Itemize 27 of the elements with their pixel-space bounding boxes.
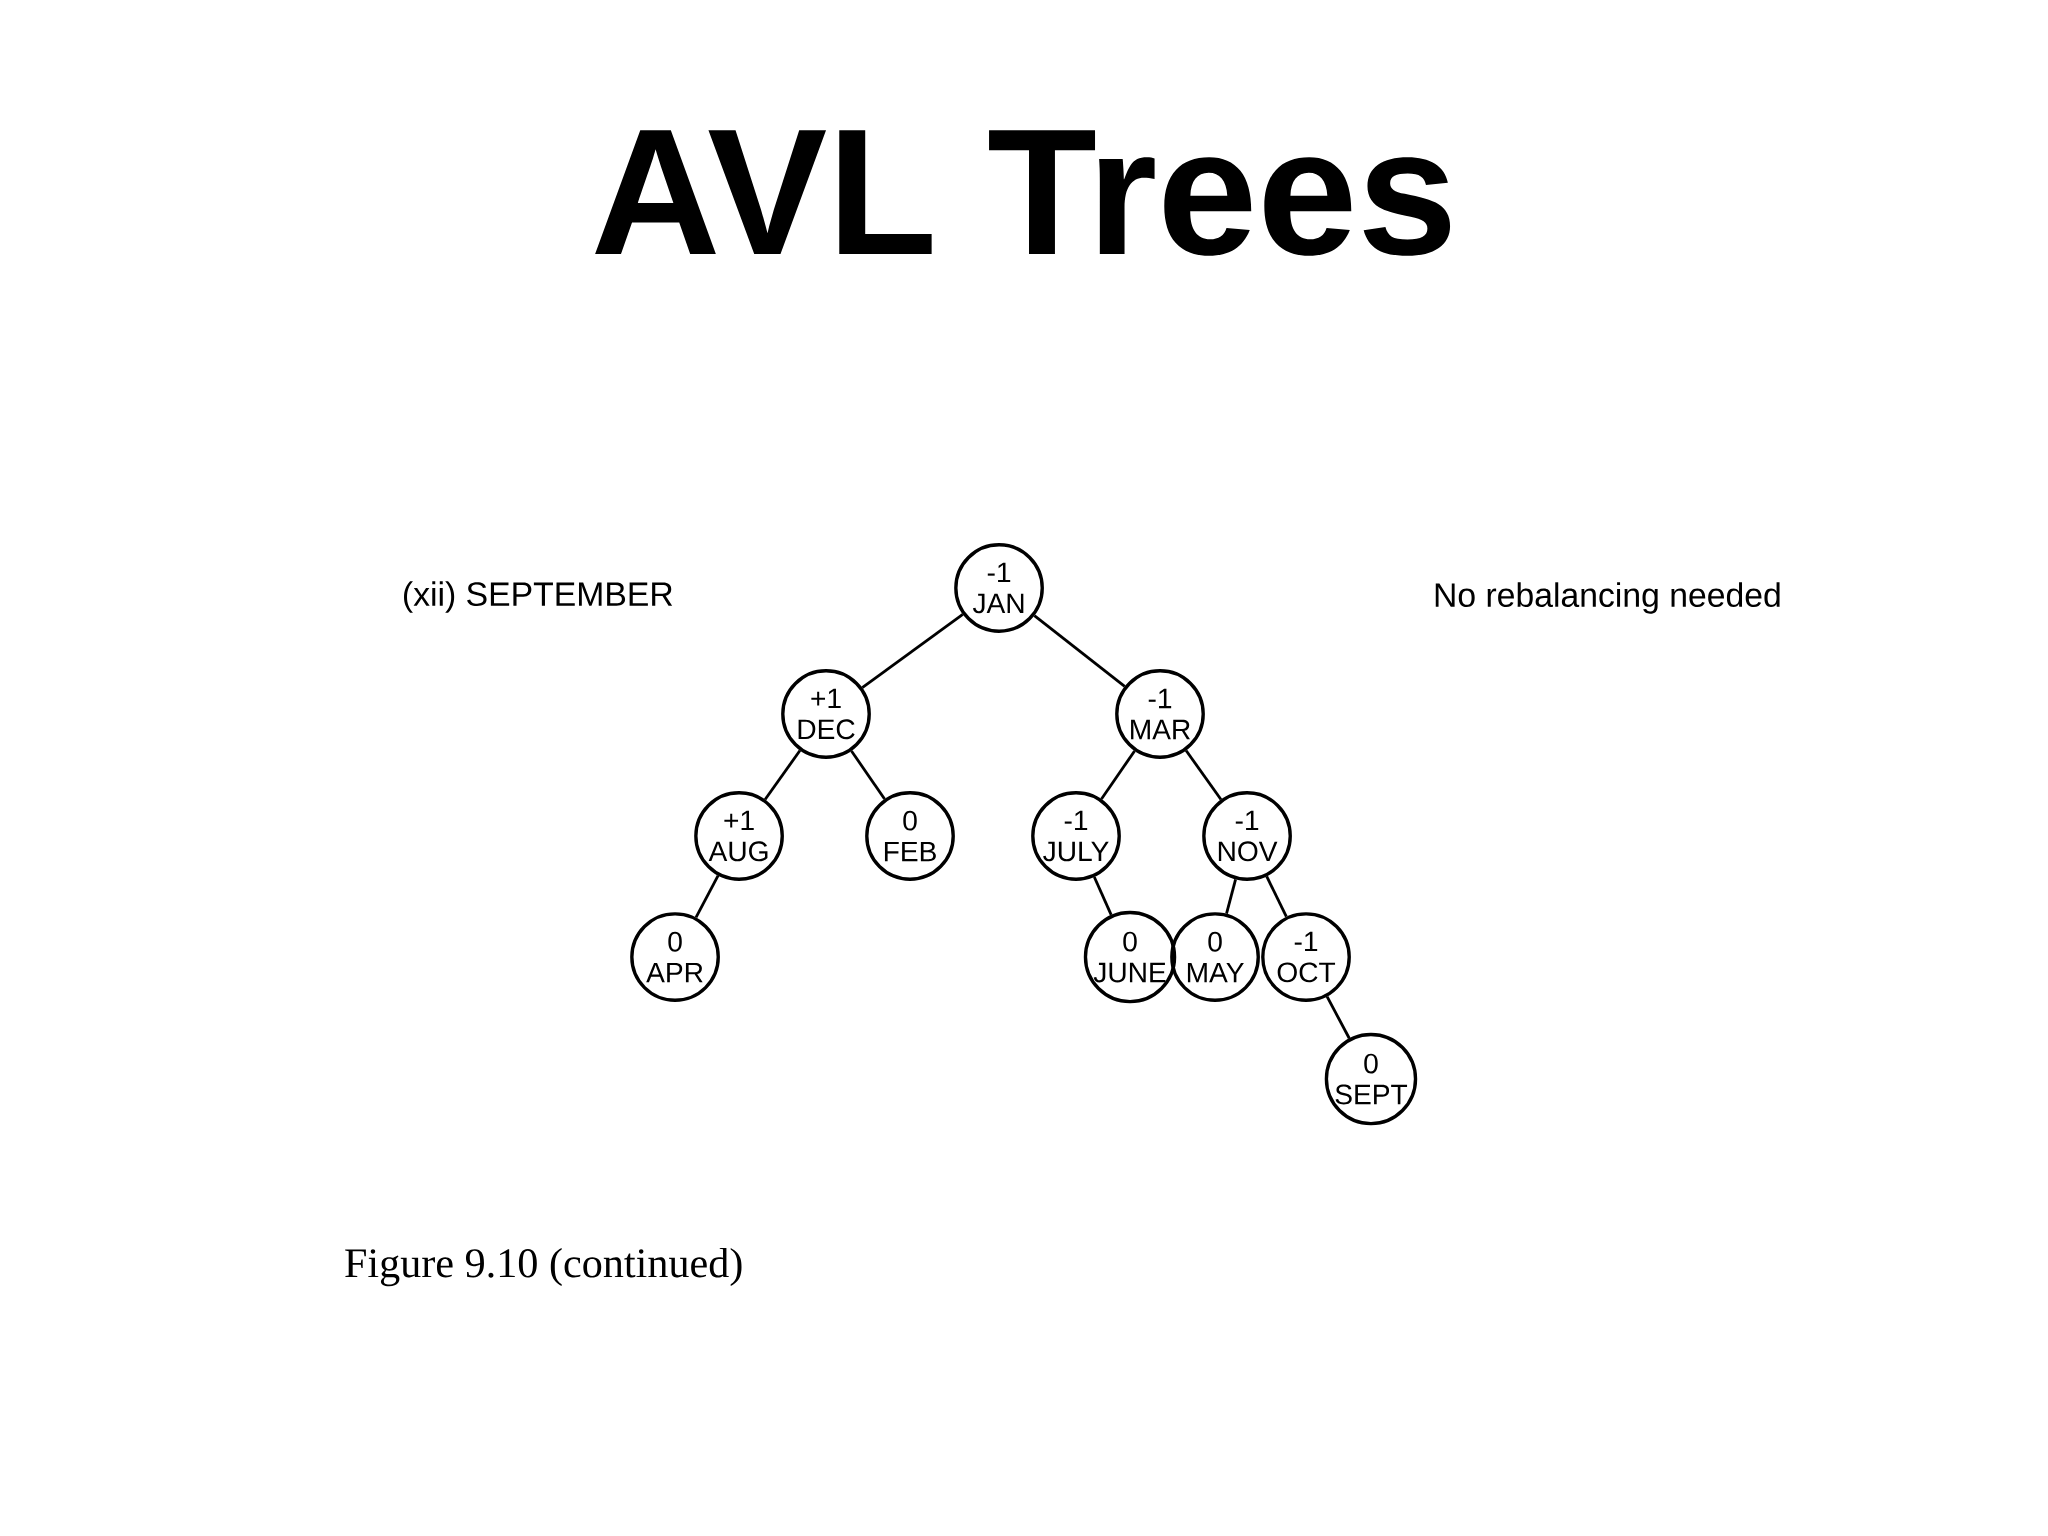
tree-node: 0 MAY [1170,912,1260,1002]
tree-edge [1265,875,1288,918]
tree-node: -1 OCT [1261,912,1351,1002]
tree-node: 0 JUNE [1083,910,1177,1004]
tree-edge [1225,879,1237,914]
note-label: (xii) SEPTEMBER [404,581,673,613]
tree-edge [1184,749,1223,801]
tree-edge [1100,750,1136,800]
tree-node: -1 MAR [1115,669,1205,759]
tree-edge [1093,876,1113,916]
tree-edge [850,750,886,800]
tree-node: 0 FEB [865,791,955,881]
figure-caption: Figure 9.10 (continued) [345,1247,742,1287]
title: AVL Trees [595,130,1451,256]
note-label: No rebalancing needed [1435,582,1780,614]
tree-node: 0 APR [630,912,720,1002]
tree-node: -1 NOV [1202,791,1292,881]
tree-edge [1033,614,1126,688]
tree-node: 0 SEPT [1324,1032,1418,1126]
tree-node: -1 JAN [954,543,1044,633]
tree-edge [861,613,964,689]
tree-node: +1 DEC [781,669,871,759]
tree-edge [1325,996,1351,1039]
tree-node: +1 AUG [694,791,784,881]
tree-edge [694,875,720,918]
tree-node: -1 JULY [1031,791,1121,881]
tree-edge [763,749,802,801]
